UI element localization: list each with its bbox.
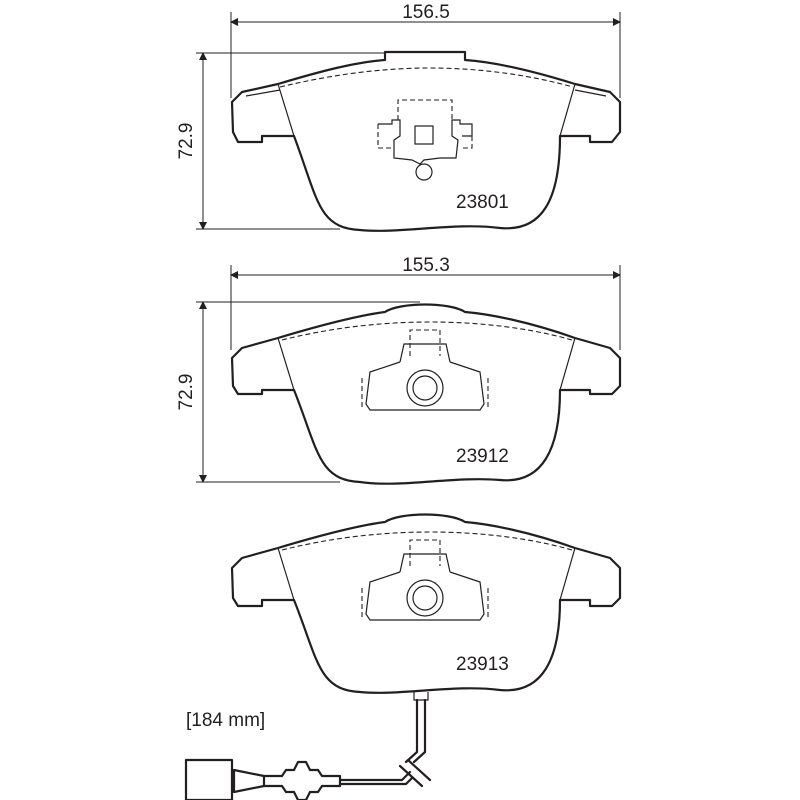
sensor-length-label: [184 mm]: [186, 710, 265, 731]
height-dimension: 72.9: [176, 52, 385, 230]
pad-clip: [361, 539, 489, 621]
brake-pad-23801: 156.5 72.9 23801: [176, 2, 622, 232]
width-dimension: 155.3: [230, 255, 621, 350]
pad-outline: [230, 513, 622, 694]
wear-sensor-cable: [184, 692, 432, 800]
height-dimension: 72.9: [176, 301, 420, 483]
width-label: 156.5: [402, 2, 450, 23]
brake-pad-23913: 23913 [184 mm]: [184, 513, 622, 800]
pad-clip: [377, 99, 473, 181]
pad-outline: [230, 303, 622, 485]
height-label: 72.9: [176, 374, 197, 411]
part-number: 23801: [456, 192, 509, 213]
brake-pad-23912: 155.3 72.9 23912: [176, 255, 622, 485]
pad-clip: [361, 329, 489, 411]
width-label: 155.3: [402, 255, 450, 276]
width-dimension: 156.5: [230, 2, 621, 98]
pad-outline: [230, 50, 622, 232]
sensor-connector: [184, 758, 234, 800]
height-label: 72.9: [176, 123, 197, 160]
part-number: 23912: [456, 446, 509, 467]
part-number: 23913: [456, 654, 509, 675]
